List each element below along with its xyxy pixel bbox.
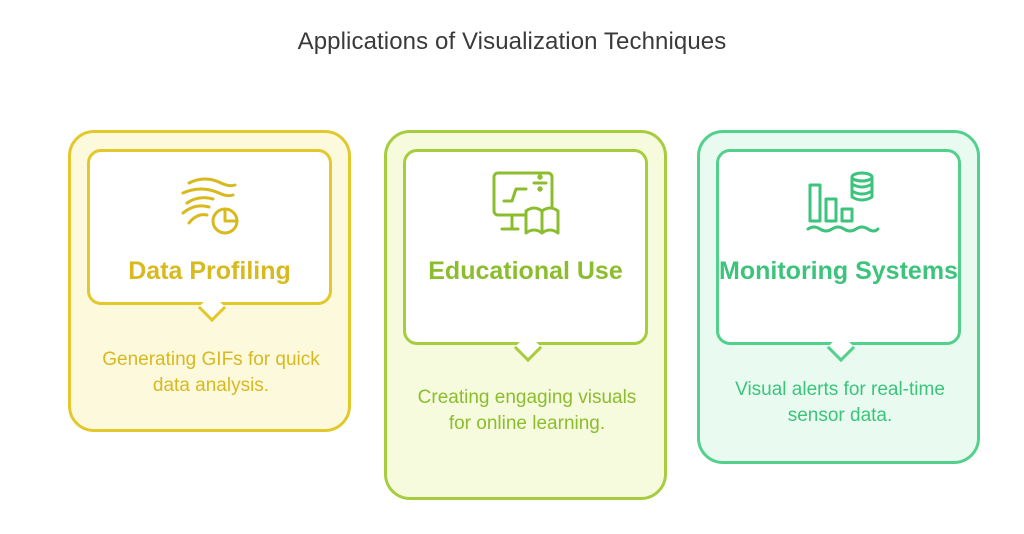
- card-heading: Data Profiling: [128, 257, 291, 285]
- card-heading: Educational Use: [428, 257, 623, 285]
- card-data-profiling: Data Profiling Generating GIFs for quick…: [68, 130, 351, 432]
- card-header-box: [716, 149, 961, 345]
- wind-pie-chart-icon: [181, 177, 239, 235]
- card-header-box: [403, 149, 648, 345]
- page-title: Applications of Visualization Techniques: [297, 28, 727, 55]
- card-description: Creating engaging visuals for online lea…: [417, 387, 637, 434]
- card-description: Generating GIFs for quick data analysis.: [102, 349, 320, 396]
- card-description: Visual alerts for real-time sensor data.: [735, 379, 945, 426]
- card-header-box: [87, 149, 332, 305]
- card-educational-use: Educational Use Creating engaging visual…: [384, 130, 667, 500]
- card-monitoring-systems: Monitoring Systems Visual alerts for rea…: [697, 130, 980, 464]
- monitor-book-icon: [492, 171, 560, 235]
- card-heading: Monitoring Systems: [719, 257, 958, 285]
- bar-chart-database-icon: [806, 171, 880, 233]
